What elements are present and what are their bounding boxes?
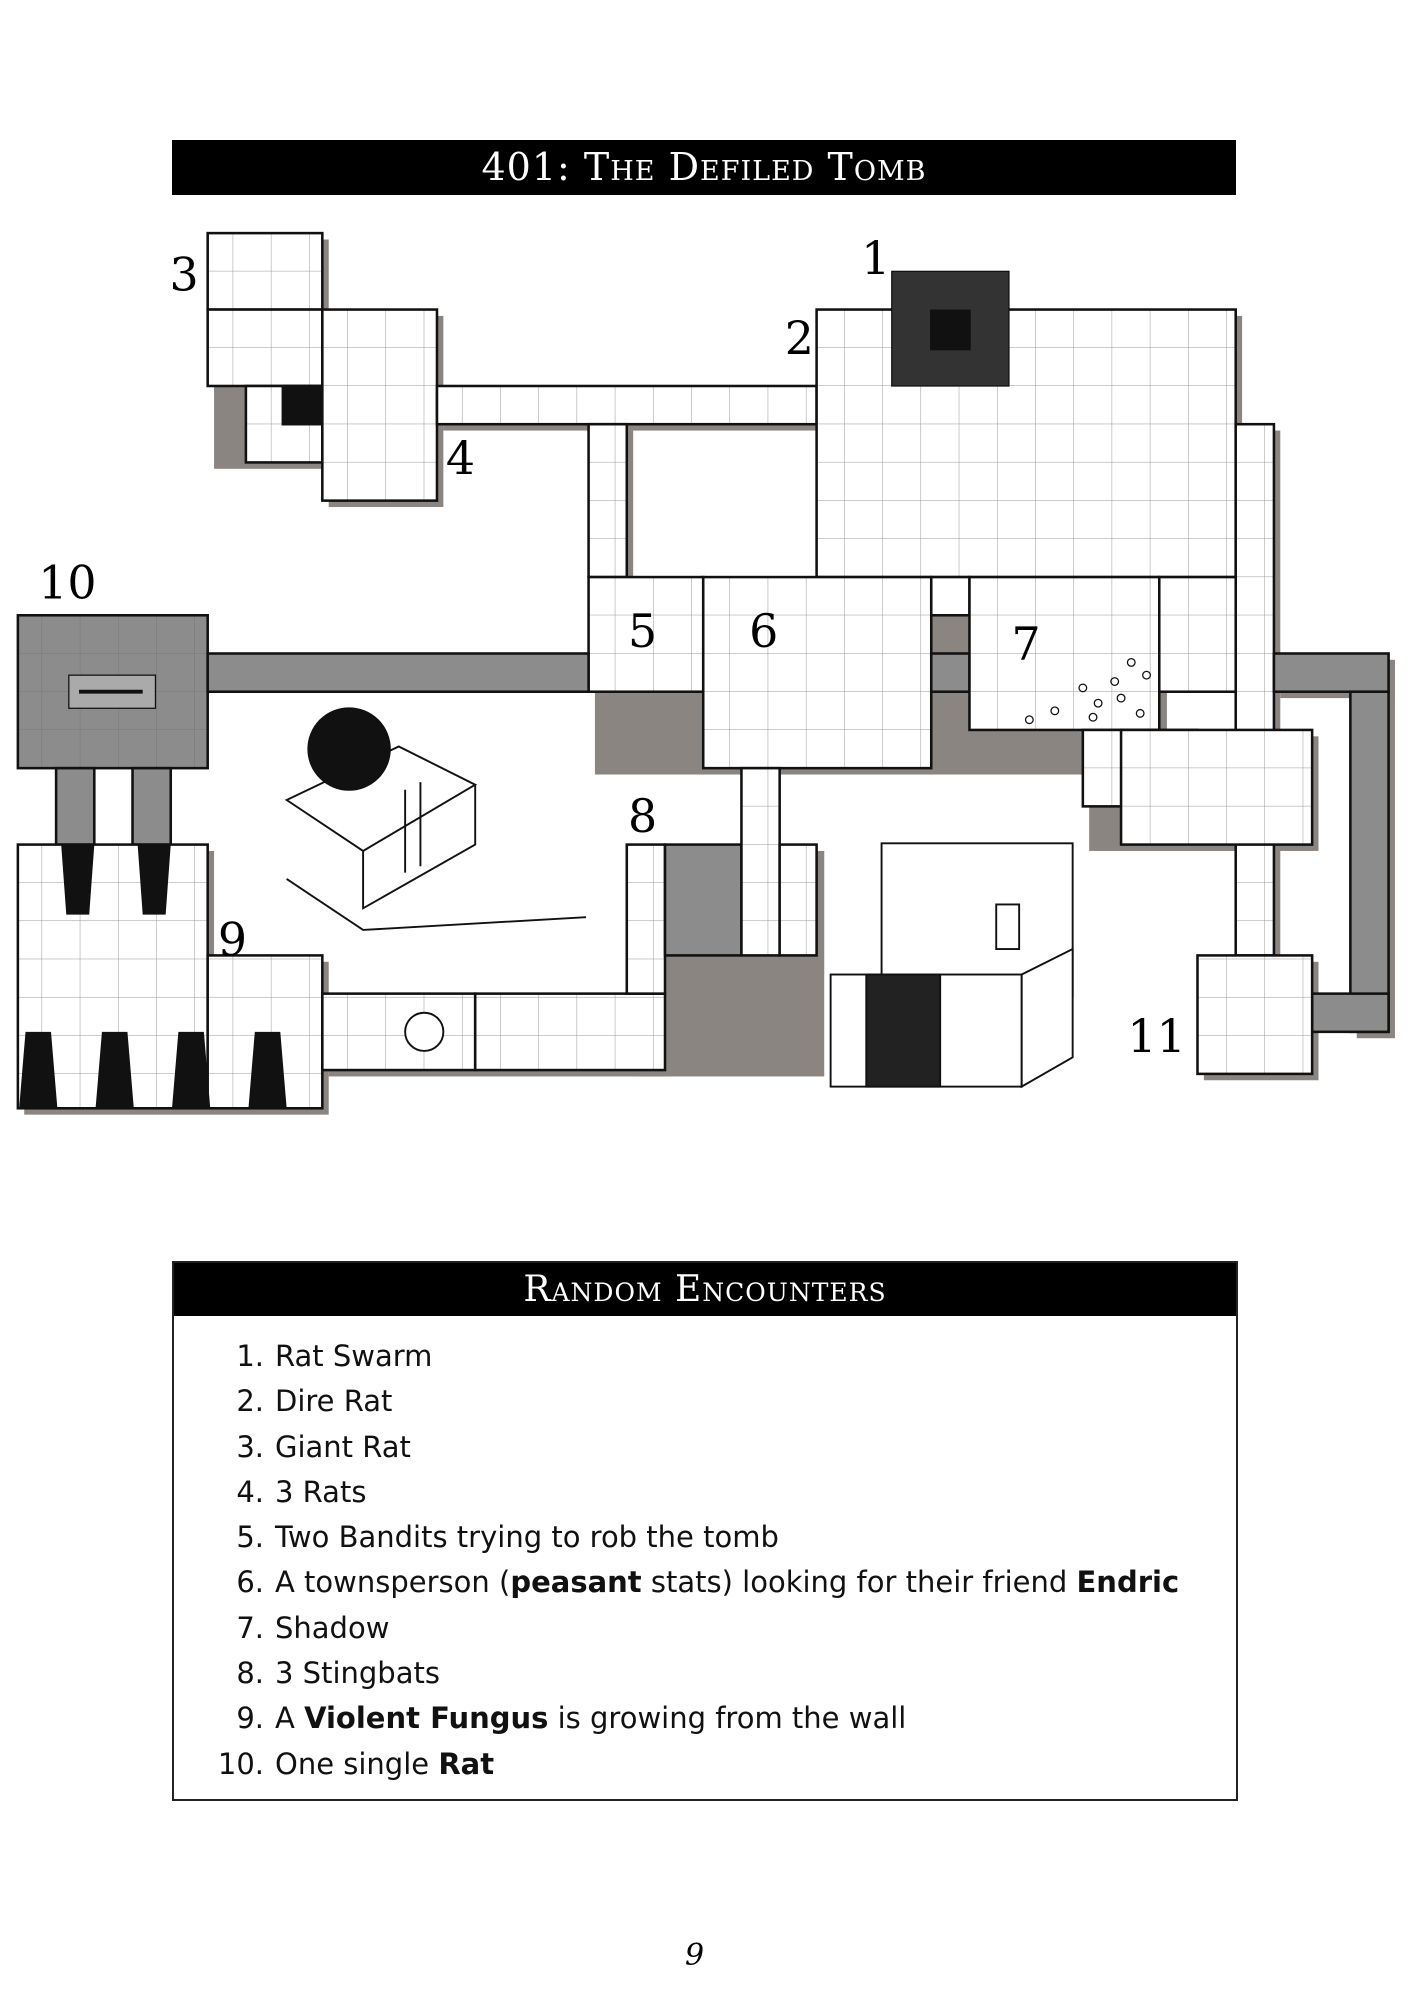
item-number: 7. <box>236 1610 264 1645</box>
room-label-2: 2 <box>785 311 814 365</box>
item-text: 3 Stingbats <box>275 1656 440 1691</box>
item-number: 5. <box>236 1520 264 1555</box>
room-label-10: 10 <box>38 556 96 610</box>
list-item: 4. 3 Rats <box>174 1470 1236 1515</box>
encounters-list: 1. Rat Swarm 2. Dire Rat 3. Giant Rat 4. 3 R… <box>174 1316 1236 1787</box>
item-bold-text: Rat <box>438 1746 495 1781</box>
room-label-9: 9 <box>218 912 247 966</box>
room-label-5: 5 <box>628 604 657 658</box>
room-label-1: 1 <box>861 231 890 285</box>
well-icon <box>404 1011 445 1052</box>
item-text: is growing from the wall <box>548 1701 907 1736</box>
room-label-6: 6 <box>749 604 778 658</box>
coffin-icons <box>19 844 287 1109</box>
item-text: A <box>275 1701 305 1736</box>
item-text: 3 Rats <box>275 1474 367 1509</box>
item-text: stats) looking for their friend <box>641 1565 1077 1600</box>
room-label-4: 4 <box>446 431 475 485</box>
list-item: 8. 3 Stingbats <box>174 1651 1236 1696</box>
list-item: 5. Two Bandits trying to rob the tomb <box>174 1515 1236 1560</box>
item-text: Giant Rat <box>275 1429 411 1464</box>
item-number: 1. <box>236 1339 264 1373</box>
room-label-7: 7 <box>1012 617 1041 671</box>
stairs-icon <box>891 270 1010 387</box>
list-item: 3. Giant Rat <box>174 1425 1236 1470</box>
encounters-title: Random Encounters <box>174 1263 1236 1316</box>
bones-icon <box>1024 657 1151 725</box>
list-item: 7. Shadow <box>174 1606 1236 1651</box>
list-item: 1. Rat Swarm <box>174 1334 1236 1379</box>
item-text: Two Bandits trying to rob the tomb <box>275 1520 779 1555</box>
room-labels: 1 2 3 4 5 6 7 8 9 10 11 <box>38 231 1186 1063</box>
item-text: Dire Rat <box>275 1384 393 1419</box>
item-bold-text: Endric <box>1076 1565 1180 1600</box>
list-item: 6. A townsperson (peasant stats) looking … <box>174 1560 1236 1605</box>
list-item: 9. A Violent Fungus is growing from the w… <box>174 1696 1236 1741</box>
item-number: 3. <box>236 1429 264 1464</box>
page-title: 401: The Defiled Tomb <box>172 140 1236 195</box>
item-bold-text: peasant <box>510 1565 642 1600</box>
random-encounters-box: Random Encounters 1. Rat Swarm 2. Dire Rat… <box>172 1261 1238 1801</box>
list-item: 10. One single Rat <box>174 1742 1236 1787</box>
page-number: 9 <box>684 1938 705 1973</box>
item-number: 4. <box>236 1474 264 1509</box>
item-number: 9. <box>236 1701 264 1736</box>
isometric-illustration-pit <box>284 707 587 931</box>
item-number: 8. <box>236 1656 264 1691</box>
list-item: 2. Dire Rat <box>174 1379 1236 1424</box>
item-number: 10. <box>217 1746 264 1781</box>
item-bold-text: Violent Fungus <box>304 1701 549 1736</box>
altar-icon <box>68 674 157 709</box>
item-text: Shadow <box>275 1610 390 1645</box>
item-text: Rat Swarm <box>275 1339 433 1373</box>
item-number: 2. <box>236 1384 264 1419</box>
item-number: 6. <box>236 1565 264 1600</box>
item-text: One single <box>275 1746 439 1781</box>
room-label-8: 8 <box>628 789 657 843</box>
room-label-3: 3 <box>169 247 198 301</box>
room-label-11: 11 <box>1127 1009 1185 1063</box>
item-text: A townsperson ( <box>275 1565 511 1600</box>
isometric-illustration-chasm <box>829 842 1074 1089</box>
